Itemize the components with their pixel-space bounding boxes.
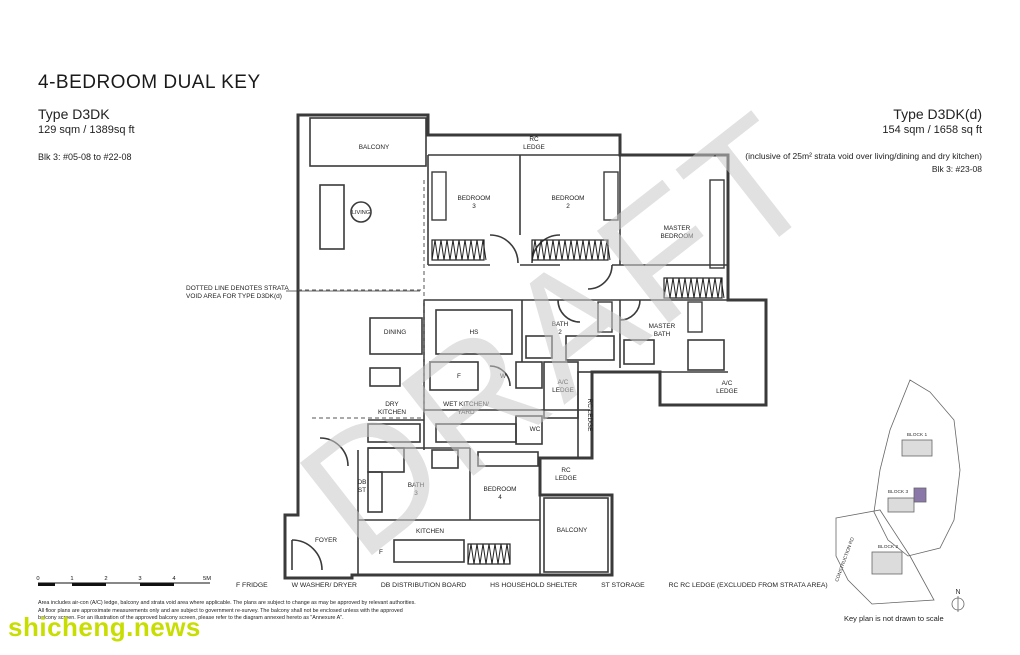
label-master-bedroom-2: BEDROOM [660,233,693,240]
wardrobe-hatch [431,239,487,261]
label-db: DB [358,479,367,486]
right-unit-type: Type D3DK(d) [893,106,982,122]
label-balcony-top: BALCONY [359,144,390,151]
label-wet-kitchen-2: YARD [457,409,475,416]
label-bath2-2: 2 [558,329,562,336]
label-rc-ledge-vertical: RC LEDGE [586,399,593,432]
scale-tick-1: 1 [70,576,73,582]
disclaimer: Area includes air-con (A/C) ledge, balco… [38,600,416,622]
right-unit-note: (inclusive of 25m² strata void over livi… [745,151,982,161]
wardrobe-hatch [531,239,611,261]
label-master-bath-1: MASTER [649,323,676,330]
label-bedroom2-1: BEDROOM [551,195,584,202]
label-bedroom3-2: 3 [472,203,476,210]
legend-rc: RC RC LEDGE (EXCLUDED FROM STRATA AREA) [668,582,828,589]
label-dining: DINING [384,329,406,336]
label-rc-ledge-top-2: LEDGE [523,144,545,151]
keyplan-block3: BLOCK 3 [888,489,909,495]
keyplan-block1: BLOCK 1 [907,432,928,438]
label-bedroom4-1: BEDROOM [483,486,516,493]
keyplan-block2: BLOCK 2 [878,544,899,550]
key-plan [835,379,965,612]
hs-outline [435,309,513,355]
legend-washer: W WASHER/ DRYER [291,582,357,589]
label-dry-kitchen-2: KITCHEN [378,409,406,416]
legend-hs: HS HOUSEHOLD SHELTER [490,582,578,589]
label-fridge-2: F [379,549,383,556]
scale-tick-5: 5M [203,576,211,582]
label-foyer: FOYER [315,537,337,544]
right-unit-area: 154 sqm / 1658 sq ft [882,124,982,136]
dining-table [369,317,423,355]
label-hs: HS [470,329,479,336]
label-balcony-bottom: BALCONY [557,527,588,534]
north-arrow-label: N [955,589,960,596]
legend-st: ST STORAGE [601,582,645,589]
label-washer: W [500,373,507,380]
label-ac-ledge-mid-2: LEDGE [552,387,574,394]
dotted-line-note: DOTTED LINE DENOTES STRATA VOID AREA FOR… [186,285,289,300]
label-fridge-1: F [457,373,461,380]
label-bedroom3-1: BEDROOM [457,195,490,202]
label-ac-ledge-right-1: A/C [722,380,733,387]
scale-bar: 0 1 2 3 4 5M [36,576,211,586]
left-unit-area: 129 sqm / 1389sq ft [38,124,135,136]
legend-fridge: F FRIDGE [236,582,268,589]
left-unit-type: Type D3DK [38,106,110,122]
scale-tick-0: 0 [36,576,39,582]
keyplan-note: Key plan is not drawn to scale [844,614,944,623]
scale-tick-3: 3 [138,576,141,582]
site-watermark: shicheng.news [8,612,201,642]
wardrobe-hatch [467,543,511,565]
label-wet-kitchen-1: WET KITCHEN/ [443,401,489,408]
label-living: LIVING [352,210,370,216]
page-title: 4-BEDROOM DUAL KEY [38,72,261,93]
label-bedroom2-2: 2 [566,203,570,210]
label-bedroom4-2: 4 [498,494,502,501]
label-kitchen: KITCHEN [416,528,444,535]
label-rc-ledge-top-1: RC [529,136,539,143]
label-st: ST [358,487,366,494]
scale-tick-2: 2 [104,576,107,582]
scale-tick-4: 4 [172,576,176,582]
highlight-unit [913,487,927,503]
label-master-bedroom-1: MASTER [664,225,691,232]
label-ac-ledge-mid-1: A/C [558,379,569,386]
balcony-top-outline [309,117,427,167]
left-unit-blocks: Blk 3: #05-08 to #22-08 [38,152,132,162]
right-unit-blocks: Blk 3: #23-08 [931,164,982,174]
legend-db: DB DISTRIBUTION BOARD [380,582,467,589]
label-bath3-1: BATH [408,482,425,489]
legend: F FRIDGE W WASHER/ DRYER DB DISTRIBUTION… [236,582,850,589]
label-ac-ledge-right-2: LEDGE [716,388,738,395]
label-wc: WC [530,426,541,433]
label-bath2-1: BATH [552,321,569,328]
sofa [319,184,345,250]
label-rc-ledge-mid-2: LEDGE [555,475,577,482]
balcony-bottom-outline [543,497,609,573]
label-master-bath-2: BATH [654,331,671,338]
label-bath3-2: 3 [414,490,418,497]
label-dry-kitchen-1: DRY [385,401,399,408]
label-rc-ledge-mid-1: RC [561,467,571,474]
wardrobe-hatch [663,277,725,299]
